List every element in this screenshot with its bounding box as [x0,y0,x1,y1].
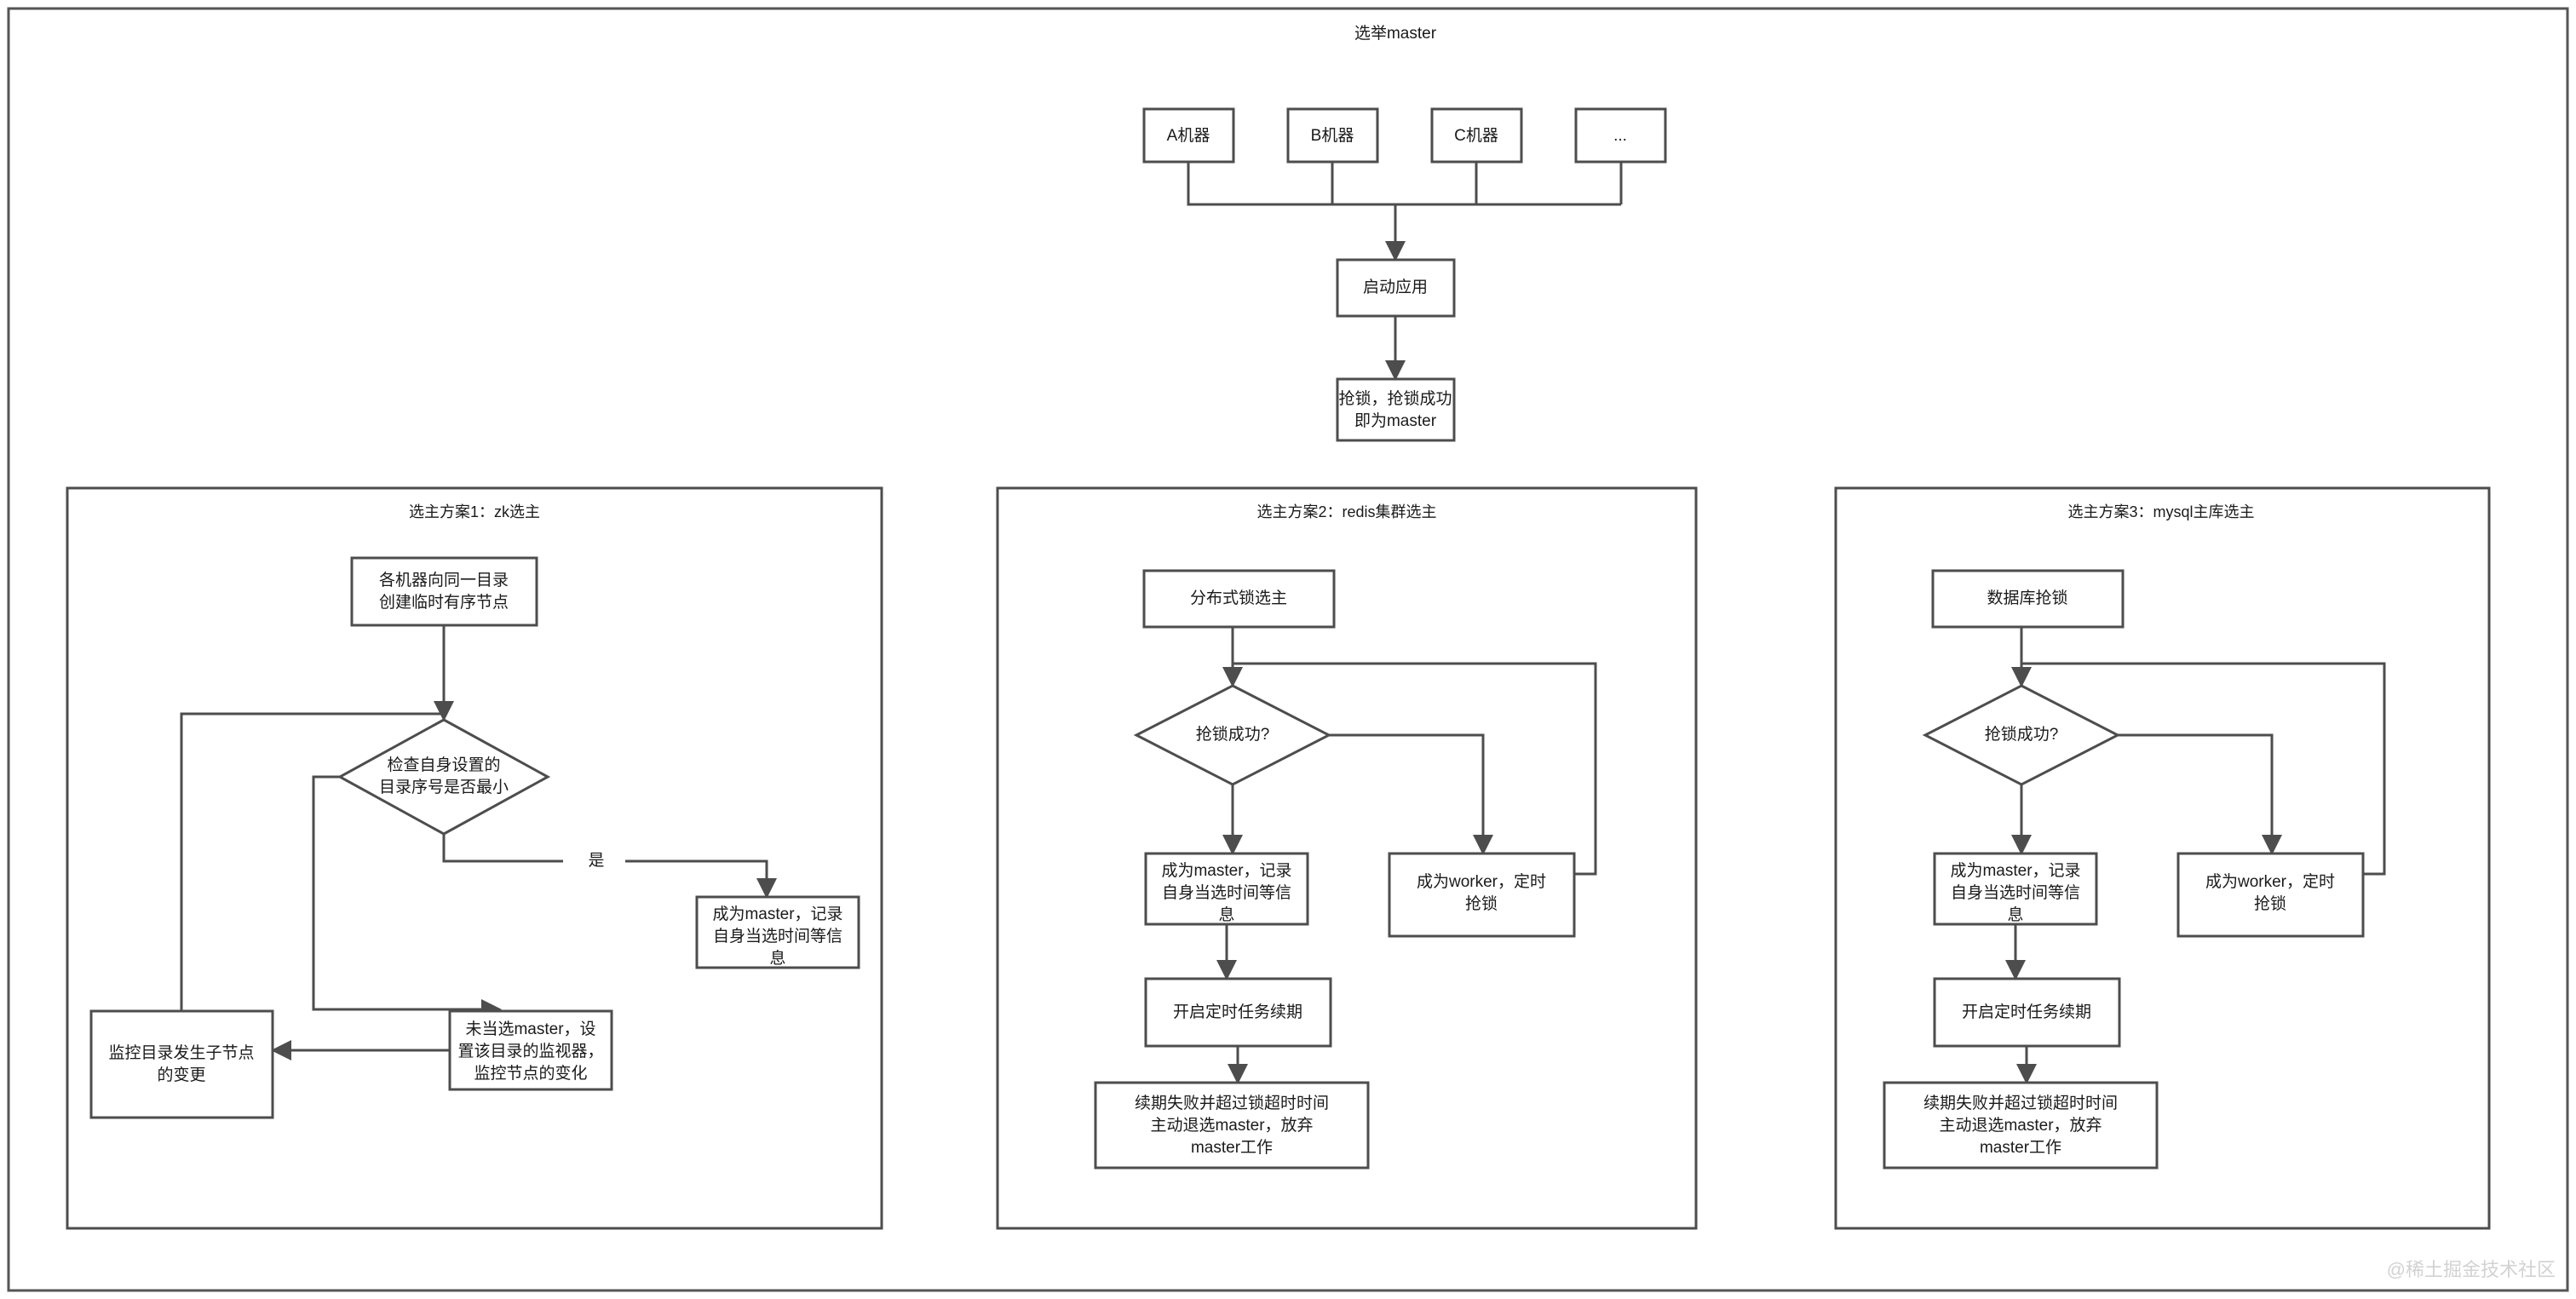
node-mysql-start-label: 数据库抢锁 [1987,589,2067,607]
node-mysql-renew-fail-line2: 主动退选master，放弃 [1939,1116,2102,1135]
node-machine-b-label: B机器 [1311,126,1354,145]
node-zk-not-master-line1: 未当选master，设 [465,1020,595,1038]
node-machine-c-label: C机器 [1454,126,1498,145]
node-zk-become-master-line2: 自身当选时间等信 [713,927,842,946]
node-redis-become-worker-line1: 成为worker，定时 [1417,872,1546,891]
node-zk-decision-line2: 目录序号是否最小 [379,778,509,796]
edge-redis-decision-to-worker [1329,733,1493,855]
node-machine-more[interactable] [1574,107,1667,164]
node-grab-lock[interactable] [1336,377,1456,442]
node-redis-become-master-line1: 成为master，记录 [1161,861,1291,880]
node-redis-renew-fail-line2: 主动退选master，放弃 [1150,1116,1313,1135]
node-mysql-decision-label: 抢锁成功? [1985,725,2059,744]
node-start-app[interactable] [1336,258,1456,318]
node-redis-become-master[interactable] [1144,852,1309,926]
node-zk-not-master-line2: 置该目录的监视器， [457,1042,603,1060]
node-mysql-renew-fail-line1: 续期失败并超过锁超时时间 [1923,1094,2118,1112]
node-machine-c[interactable] [1430,107,1523,164]
node-mysql-become-master[interactable] [1933,852,2098,926]
node-mysql-become-worker-line1: 成为worker，定时 [2205,872,2335,891]
edge-zk-decision-no [312,775,502,1020]
node-mysql-renew-task-label: 开启定时任务续期 [1962,1003,2091,1021]
node-machine-more-label: ... [1613,127,1627,145]
edge-redis-worker-to-decision [1233,662,1597,876]
node-zk-not-master-line3: 监控节点的变化 [474,1064,587,1083]
node-redis-start[interactable] [1142,569,1336,629]
node-mysql-become-worker-line2: 抢锁 [2254,894,2286,913]
node-zk-create-node[interactable] [350,556,538,627]
edge-machine-a-to-rail [1187,162,1621,206]
node-zk-decision-line1: 检查自身设置的 [387,756,500,774]
watermark: @稀土掘金技术社区 [2387,1259,2556,1280]
edge-zk-watch-to-decision [180,712,444,1011]
node-redis-renew-task[interactable] [1144,977,1332,1048]
outer-frame [7,7,2569,1292]
node-grab-lock-label-2: 即为master [1354,411,1437,430]
node-mysql-renew-task[interactable] [1933,977,2121,1048]
node-zk-create-node-line1: 各机器向同一目录 [379,571,509,589]
node-machine-a-label: A机器 [1167,126,1210,145]
node-zk-watch-change[interactable] [89,1009,274,1119]
node-zk-become-master-line1: 成为master，记录 [712,905,842,923]
node-grab-lock-label: 抢锁，抢锁成功 [1338,389,1452,408]
node-zk-watch-change-line2: 的变更 [157,1066,205,1084]
edge-zk-yes-to-master [625,859,777,899]
edge-mysql-decision-to-worker [2118,733,2282,855]
node-zk-create-node-line2: 创建临时有序节点 [379,593,509,612]
diagram-title: 选举master [1354,24,1437,43]
node-redis-renew-fail-line3: master工作 [1191,1138,1273,1157]
node-mysql-become-master-line2: 自身当选时间等信 [1951,883,2080,902]
node-mysql-start[interactable] [1931,569,2125,629]
node-zk-not-master[interactable] [448,1009,613,1091]
panel-zk-title: 选主方案1：zk选主 [409,503,540,520]
node-zk-watch-change-line1: 监控目录发生子节点 [108,1043,254,1062]
edge-mysql-worker-to-decision [2021,662,2386,876]
node-redis-become-worker-line2: 抢锁 [1465,894,1498,913]
panel-redis-title: 选主方案2：redis集群选主 [1256,503,1436,520]
node-redis-renew-fail[interactable] [1094,1081,1370,1170]
node-redis-renew-task-label: 开启定时任务续期 [1173,1003,1302,1021]
node-zk-become-master[interactable] [695,895,860,969]
panel-mysql-title: 选主方案3：mysql主库选主 [2067,503,2254,520]
node-redis-become-master-line2: 自身当选时间等信 [1162,883,1291,902]
node-zk-become-master-line3: 息 [769,949,785,968]
node-mysql-become-master-line1: 成为master，记录 [1950,861,2080,880]
node-redis-become-worker[interactable] [1388,852,1576,938]
node-redis-become-master-line3: 息 [1218,905,1234,924]
node-redis-renew-fail-line1: 续期失败并超过锁超时时间 [1135,1094,1329,1112]
node-mysql-renew-fail-line3: master工作 [1980,1138,2061,1157]
node-start-app-label: 启动应用 [1363,278,1428,296]
edge-zk-decision-yes [442,834,563,863]
node-mysql-renew-fail[interactable] [1883,1081,2159,1170]
node-mysql-become-master-line3: 息 [2007,905,2023,924]
edge-label-zk-yes: 是 [588,852,604,870]
node-redis-start-label: 分布式锁选主 [1190,589,1287,607]
node-mysql-become-worker[interactable] [2176,852,2365,938]
node-redis-decision-label: 抢锁成功? [1196,725,1270,744]
